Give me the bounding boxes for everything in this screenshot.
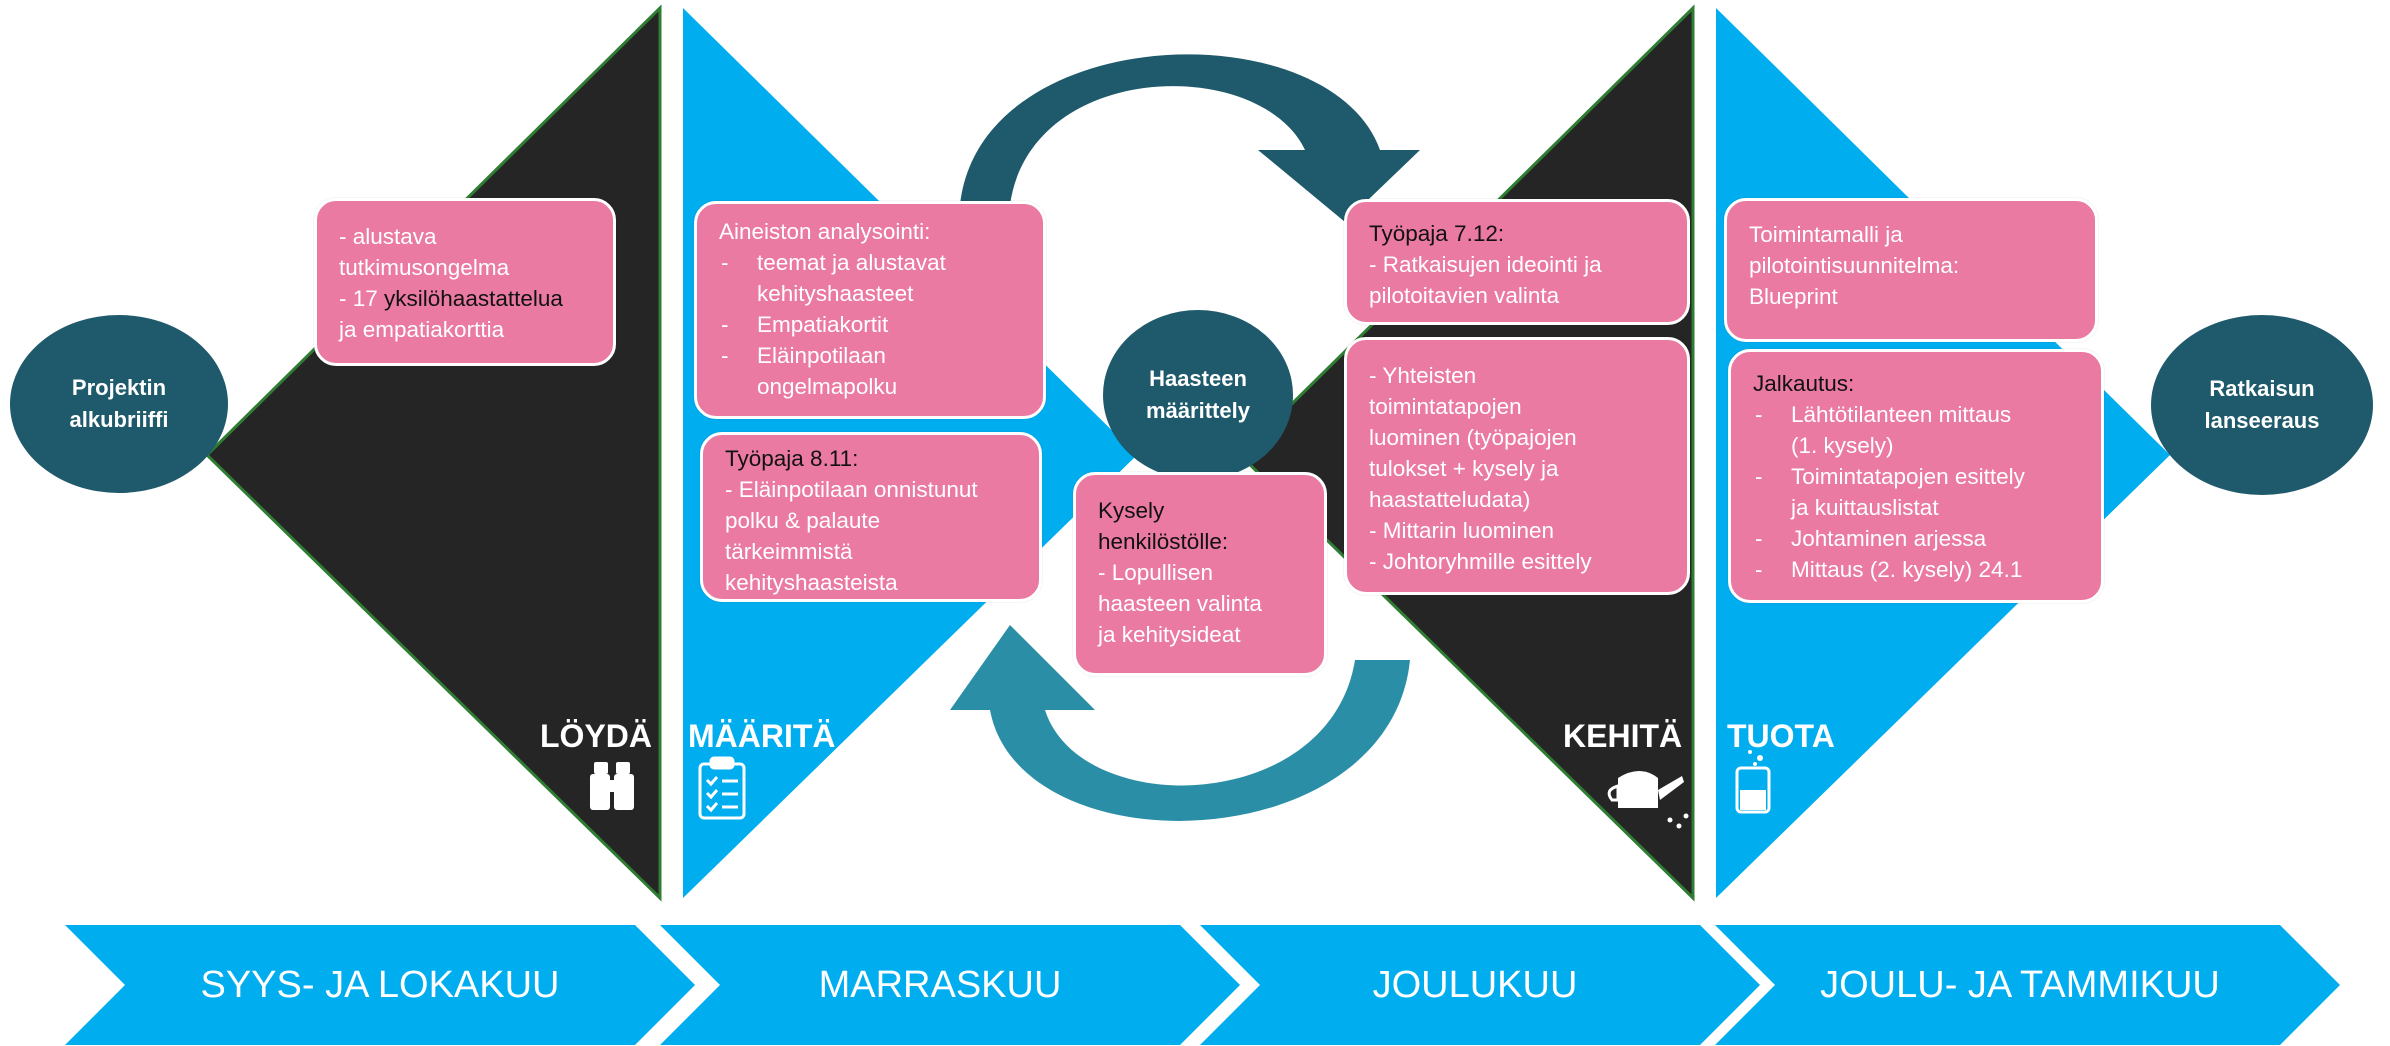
develop-line: luominen (työpajojen xyxy=(1369,425,1577,451)
survey-line: ja kehitysideat xyxy=(1098,622,1241,648)
timeline-label-3: JOULUKUU xyxy=(1372,964,1578,1006)
survey-title: Kysely henkilöstölle: xyxy=(1098,498,1229,555)
develop-line: tulokset + kysely ja xyxy=(1369,456,1559,482)
develop-line: - Johtoryhmille esittely xyxy=(1369,549,1592,575)
develop-line: - Mittarin luominen xyxy=(1369,518,1555,544)
phase-label-maarita: MÄÄRITÄ xyxy=(688,718,836,754)
timeline-chevron-3 xyxy=(1200,925,1760,1045)
model-line: pilotointisuunnitelma: xyxy=(1749,253,1960,279)
develop-line: toimintatapojen xyxy=(1369,394,1522,420)
phase-label-kehita: KEHITÄ xyxy=(1563,718,1683,754)
loyda-triangle xyxy=(204,4,662,902)
develop-box: - Yhteisten toimintatapojen luominen (ty… xyxy=(1344,337,1690,595)
model-line: Toimintamalli ja xyxy=(1749,222,1903,247)
watering-can-icon xyxy=(1607,771,1689,829)
timeline-label-2: MARRASKUU xyxy=(818,964,1062,1006)
workshop2-line: pilotoitavien valinta xyxy=(1369,283,1560,309)
bottom-cycle-arrow xyxy=(950,625,1410,821)
loyda-line-1: - alustava xyxy=(339,224,437,249)
rollout-box: Jalkautus: Lähtötilanteen mittaus (1. ky… xyxy=(1728,349,2104,603)
analysis-item: Eläinpotilaan xyxy=(719,340,1023,371)
rollout-item: Lähtötilanteen mittaus xyxy=(1753,399,2081,430)
workshop1-item: polku & palaute xyxy=(725,508,881,534)
timeline-chevron-2 xyxy=(660,925,1240,1045)
timeline-label-1: SYYS- JA LOKAKUU xyxy=(200,964,560,1006)
develop-line: haastatteludata) xyxy=(1369,487,1531,513)
survey-box: Kysely henkilöstölle: - Lopullisen haast… xyxy=(1073,472,1327,676)
rollout-item: ja kuittauslistat xyxy=(1791,495,1939,521)
center-circle-label: Haasteen määrittely xyxy=(1146,366,1250,423)
phase-label-loyda: LÖYDÄ xyxy=(540,718,652,754)
analysis-item: kehityshaasteet xyxy=(757,281,914,307)
loyda-line-2: tutkimusongelma xyxy=(339,255,510,281)
start-circle-label: Projektin alkubriiffi xyxy=(69,375,169,432)
analysis-item: teemat ja alustavat xyxy=(719,247,1023,278)
center-circle: Haasteen määrittely xyxy=(1103,310,1293,480)
survey-line: - Lopullisen xyxy=(1098,560,1214,586)
workshop1-item: kehityshaasteista xyxy=(725,570,898,596)
workshop1-title: Työpaja 8.11: xyxy=(725,446,859,471)
rollout-item: Johtaminen arjessa xyxy=(1753,523,2081,554)
loyda-line-4: yksilöhaastattelua xyxy=(384,286,563,312)
rollout-item: Toimintatapojen esittely xyxy=(1753,461,2081,492)
end-circle-label: Ratkaisun lanseeraus xyxy=(2204,376,2320,433)
workshop2-title: Työpaja 7.12: xyxy=(1369,221,1505,246)
binoculars-icon xyxy=(590,762,634,810)
analysis-title: Aineiston analysointi: xyxy=(719,219,931,244)
start-circle: Projektin alkubriiffi xyxy=(10,315,228,493)
workshop2-line: - Ratkaisujen ideointi ja xyxy=(1369,252,1602,278)
timeline-chevron-1 xyxy=(65,925,695,1045)
workshop1-box: Työpaja 8.11: - Eläinpotilaan onnistunut… xyxy=(700,432,1042,602)
loyda-box: - alustava tutkimusongelma - 17 yksilöha… xyxy=(314,198,616,366)
develop-line: - Yhteisten xyxy=(1369,363,1477,388)
timeline-chevron-4 xyxy=(1715,925,2340,1045)
top-cycle-arrow xyxy=(960,54,1420,222)
workshop1-item: tärkeimmistä xyxy=(725,539,853,565)
workshop2-box: Työpaja 7.12: - Ratkaisujen ideointi ja … xyxy=(1344,199,1690,325)
analysis-item: Empatiakortit xyxy=(719,309,1023,340)
rollout-item: (1. kysely) xyxy=(1791,433,1894,459)
loyda-line-3: - 17 xyxy=(339,286,385,312)
survey-line: haasteen valinta xyxy=(1098,591,1262,617)
loyda-line-5: ja empatiakorttia xyxy=(339,317,505,343)
model-line: Blueprint xyxy=(1749,284,1838,310)
end-circle: Ratkaisun lanseeraus xyxy=(2151,315,2373,495)
model-box: Toimintamalli ja pilotointisuunnitelma: … xyxy=(1724,198,2098,342)
workshop1-item: Eläinpotilaan onnistunut xyxy=(738,477,978,503)
analysis-item: ongelmapolku xyxy=(757,374,898,400)
rollout-title: Jalkautus: xyxy=(1753,371,1855,396)
phase-label-tuota: TUOTA xyxy=(1727,718,1835,754)
clipboard-checklist-icon xyxy=(698,756,746,820)
rollout-item: Mittaus (2. kysely) 24.1 xyxy=(1753,554,2081,585)
analysis-box: Aineiston analysointi: teemat ja alustav… xyxy=(694,201,1046,419)
beaker-icon xyxy=(1735,750,1771,814)
timeline-label-4: JOULU- JA TAMMIKUU xyxy=(1820,964,2220,1006)
